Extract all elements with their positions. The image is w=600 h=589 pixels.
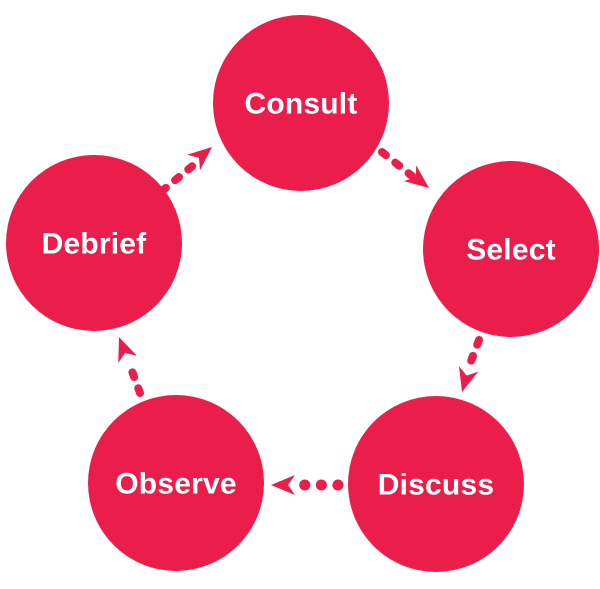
step-circle-debrief [6,155,182,331]
step-label-observe: Observe [115,468,236,501]
arrow-head [459,366,479,392]
step-label-discuss: Discuss [378,469,494,502]
step-select: Select [423,161,599,337]
step-consult: Consult [213,15,389,191]
arrow-observe-to-debrief-icon [118,337,144,397]
step-circle-select [423,161,599,337]
arrow-dots [464,336,483,373]
arrow-discuss-to-observe-icon [271,475,344,495]
arrow-head [271,475,295,495]
arrow-head [118,337,137,363]
arrow-head [403,165,429,188]
arrow-head [187,147,212,171]
step-label-debrief: Debrief [42,228,148,261]
step-label-select: Select [466,234,556,267]
step-debrief: Debrief [6,155,182,331]
arrow-select-to-discuss-icon [459,336,483,392]
arrow-consult-to-select-icon [378,148,429,188]
arrow-dots [158,159,200,195]
step-circle-observe [88,395,264,571]
step-observe: Observe [88,395,264,571]
step-label-consult: Consult [244,88,357,121]
arrow-dots [125,359,144,397]
arrow-debrief-to-consult-icon [158,147,212,195]
step-circle-consult [213,15,389,191]
arrow-dots [378,148,416,180]
step-circle-discuss [348,396,524,572]
step-discuss: Discuss [348,396,524,572]
